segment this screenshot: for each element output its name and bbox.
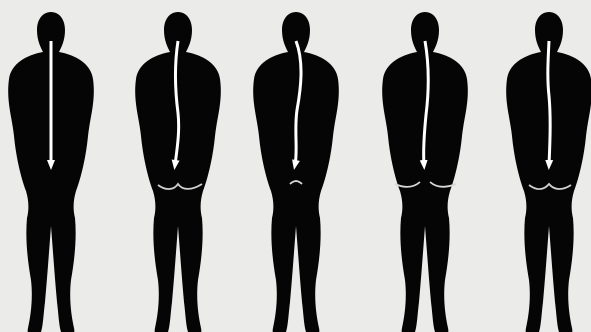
figure-2-silhouette	[135, 12, 221, 332]
figure-2-body	[135, 12, 221, 332]
figure-3-silhouette	[253, 12, 339, 332]
figure-5-silhouette	[506, 12, 591, 332]
figure-4-silhouette	[382, 12, 468, 332]
figure-4-body	[382, 12, 468, 332]
figure-3-body	[253, 12, 339, 332]
figure-1-silhouette	[8, 12, 94, 332]
